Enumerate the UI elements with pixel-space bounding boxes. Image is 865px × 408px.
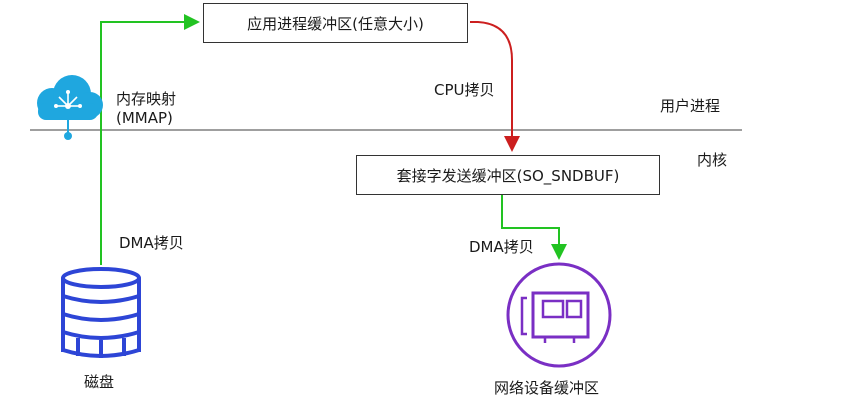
cpu-copy-label: CPU拷贝 [434,81,495,99]
dma-copy-right-label: DMA拷贝 [469,238,534,256]
dma-mmap-arrow [100,14,200,265]
dma-copy-left-label: DMA拷贝 [119,234,184,252]
dma-nic-arrow [501,195,567,260]
mmap-label-line2: (MMAP) [116,109,173,127]
user-buffer-label: 应用进程缓冲区(任意大小) [247,14,424,33]
cpu-copy-arrow [470,21,520,152]
mmap-label-line1: 内存映射 [116,90,177,108]
user-process-label: 用户进程 [660,97,721,115]
cloud-network-icon [37,75,103,140]
user-buffer-box: 应用进程缓冲区(任意大小) [203,3,468,43]
network-card-icon [506,262,612,368]
database-disk-icon [61,267,141,358]
kernel-label: 内核 [697,151,728,169]
disk-label: 磁盘 [84,373,115,391]
socket-buffer-label: 套接字发送缓冲区(SO_SNDBUF) [396,166,620,185]
nic-buffer-label: 网络设备缓冲区 [494,379,600,397]
socket-buffer-box: 套接字发送缓冲区(SO_SNDBUF) [356,155,660,195]
